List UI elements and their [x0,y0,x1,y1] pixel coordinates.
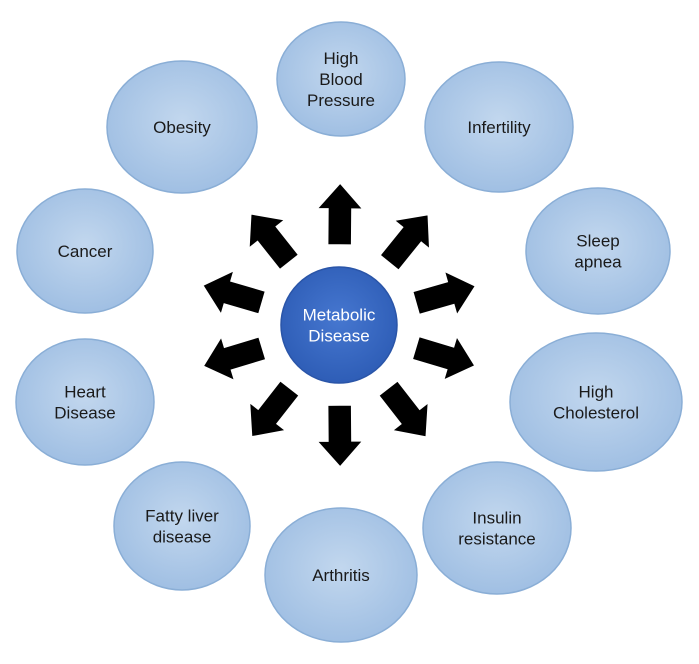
node-infertility: Infertility [424,61,574,193]
arrow-shape [201,269,267,317]
node-label-sleep-apnea: Sleep [576,232,619,251]
node-circle [16,188,154,314]
arrow-shape [378,213,431,272]
node-label-insulin-resistance: Insulin [472,509,521,528]
node-circle [422,461,572,595]
node-label-infertility: Infertility [467,118,531,137]
node-circle [264,507,418,643]
arrow-to-fatty-liver-disease [248,379,301,438]
node-circle [106,60,258,194]
node-label-obesity: Obesity [153,118,211,137]
node-label-heart-disease: Disease [54,404,115,423]
arrow-shape [411,269,477,318]
node-insulin-resistance: Insulin resistance [422,461,572,595]
node-fatty-liver-disease: Fatty liver disease [113,461,251,591]
node-label-sleep-apnea: apnea [574,253,622,272]
node-circle [113,461,251,591]
node-arthritis: Arthritis [264,507,418,643]
arrow-shape [377,379,430,438]
node-label-cancer: Cancer [58,242,113,261]
node-circle [15,338,155,466]
node-label-high-blood-pressure: Blood [319,70,362,89]
center-label: Disease [308,327,369,346]
node-label-fatty-liver-disease: Fatty liver [145,507,219,526]
node-label-arthritis: Arthritis [312,566,370,585]
arrow-shape [315,181,365,246]
arrow-to-obesity [248,212,300,271]
arrow-to-arthritis [315,404,365,469]
node-circle [276,21,406,137]
node-label-heart-disease: Heart [64,383,106,402]
node-label-high-cholesterol: Cholesterol [553,404,639,423]
arrow-shape [248,212,300,271]
node-label-high-cholesterol: High [579,383,614,402]
node-label-insulin-resistance: resistance [458,530,535,549]
node-circle [509,332,683,472]
arrows [201,181,477,469]
arrow-to-cancer [201,269,267,317]
arrow-to-sleep-apnea [411,269,477,318]
node-circle [424,61,574,193]
node-label-high-blood-pressure: High [324,49,359,68]
arrow-to-infertility [378,213,431,272]
condition-nodes: HighBloodPressureInfertilitySleepapneaHi… [15,21,683,643]
arrow-shape [315,404,365,469]
arrow-to-high-cholesterol [411,334,477,382]
arrow-shape [248,379,301,438]
center-circle [280,266,398,384]
center-label: Metabolic [303,306,376,325]
node-label-high-blood-pressure: Pressure [307,91,375,110]
arrow-shape [411,334,477,382]
node-sleep-apnea: Sleep apnea [525,187,671,315]
arrow-to-high-blood-pressure [315,181,365,246]
arrow-to-heart-disease [202,334,267,383]
node-circle [525,187,671,315]
node-label-fatty-liver-disease: disease [153,528,212,547]
node-cancer: Cancer [16,188,154,314]
arrow-shape [202,334,267,383]
node-obesity: Obesity [106,60,258,194]
arrow-to-insulin-resistance [377,379,430,438]
